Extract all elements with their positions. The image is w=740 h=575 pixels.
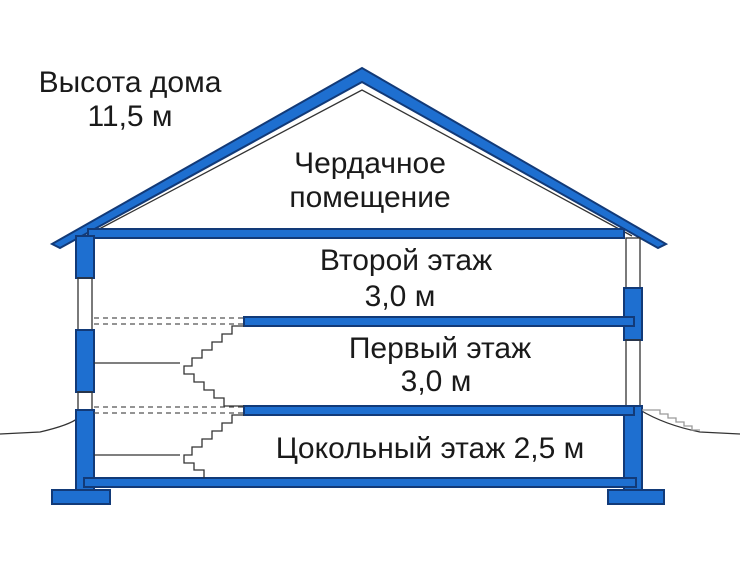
second-floor-label: Второй этаж (320, 244, 492, 277)
right-window-lower (625, 339, 641, 407)
lower-staircase (94, 414, 244, 478)
right-foundation (607, 489, 665, 505)
left-wall-middle (75, 329, 95, 393)
first-floor-label: Первый этаж (349, 332, 531, 365)
first-floor-height: 3,0 м (401, 365, 472, 398)
house-height-value: 11,5 м (87, 100, 172, 133)
roof-inner-line (85, 89, 633, 237)
left-wall-upper (75, 235, 95, 279)
basement-floor-slab (83, 477, 637, 488)
left-window-lower (77, 391, 93, 411)
house-height-label: Высота дома (39, 66, 222, 99)
first-floor-slab (243, 405, 635, 416)
attic-label-line1: Чердачное (294, 147, 446, 180)
left-window-upper (77, 277, 93, 331)
right-wall-middle (623, 287, 643, 341)
stair-opening-first (94, 406, 244, 414)
second-floor-height: 3,0 м (365, 280, 436, 313)
upper-staircase (94, 325, 244, 407)
stair-opening-second (94, 317, 244, 325)
attic-floor-slab (87, 228, 625, 239)
attic-label-line2: помещение (289, 181, 450, 214)
left-foundation (51, 489, 111, 505)
ground-line-right (639, 409, 740, 435)
exterior-steps (642, 409, 700, 431)
ground-line-left (0, 417, 79, 435)
roof-outline (49, 66, 669, 250)
right-window-upper (625, 237, 641, 289)
basement-label: Цокольный этаж 2,5 м (276, 432, 585, 465)
second-floor-slab (243, 316, 635, 327)
